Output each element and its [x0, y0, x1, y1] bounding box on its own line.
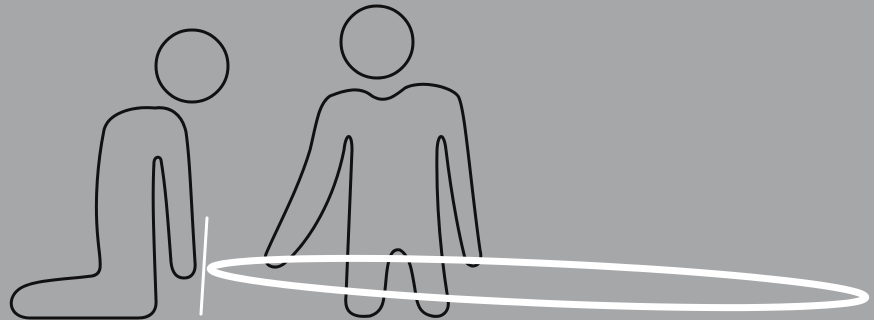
- standing-person: [265, 6, 481, 316]
- marker-post: [201, 218, 207, 314]
- kneeling-person-body: [11, 108, 195, 318]
- standing-person-body: [265, 84, 481, 316]
- hoop-ring: [209, 249, 866, 318]
- kneeling-person: [11, 30, 228, 318]
- kneeling-person-head: [156, 30, 228, 102]
- standing-person-head: [341, 6, 413, 78]
